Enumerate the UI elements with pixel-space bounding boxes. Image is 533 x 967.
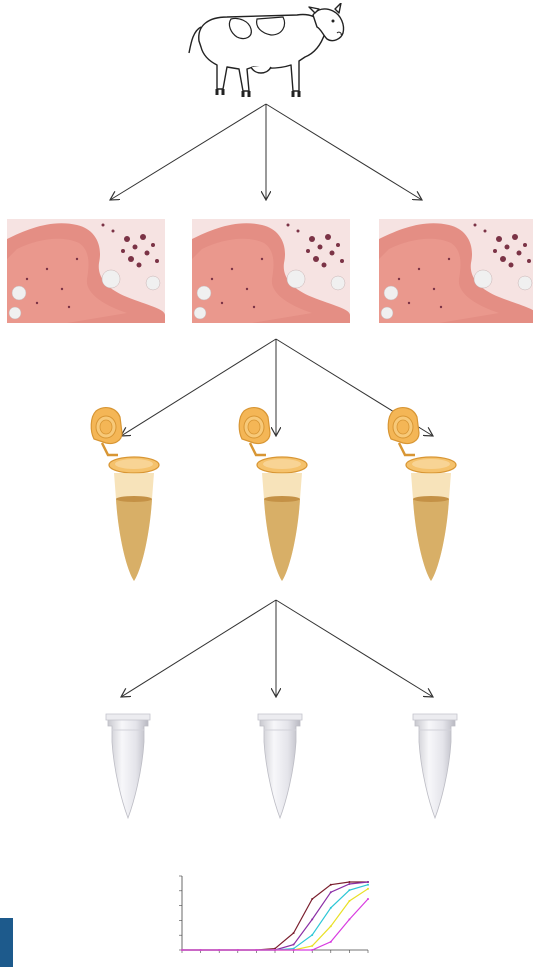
arrow-tube-to-pcr-1	[121, 600, 276, 697]
arrow-tube-to-pcr-3	[276, 600, 433, 697]
series-point-2	[367, 881, 369, 883]
series-point-5	[274, 949, 276, 951]
series-point-4	[348, 900, 350, 902]
series-point-5	[200, 949, 202, 951]
series-point-2	[348, 883, 350, 885]
series-point-1	[311, 898, 313, 900]
arrow-cow-to-tissue-3	[266, 104, 422, 200]
series-point-4	[367, 888, 369, 890]
series-point-4	[330, 925, 332, 927]
series-point-1	[348, 881, 350, 883]
series-point-5	[181, 949, 183, 951]
pcr-tube-1	[104, 712, 152, 822]
series-point-5	[255, 949, 257, 951]
blue-edge-tab	[0, 918, 13, 967]
series-point-5	[367, 898, 369, 900]
tissue-section-3	[379, 219, 533, 323]
series-point-1	[330, 884, 332, 886]
series-point-2	[293, 944, 295, 946]
series-line-2	[182, 882, 368, 950]
series-point-2	[330, 891, 332, 893]
arrow-cow-to-tissue-1	[110, 104, 266, 200]
series-point-3	[311, 934, 313, 936]
series-point-3	[348, 889, 350, 891]
series-line-3	[182, 885, 368, 950]
pcr-tube-3	[411, 712, 459, 822]
pcr-tube-2	[256, 712, 304, 822]
series-point-5	[311, 949, 313, 951]
series-line-4	[182, 889, 368, 950]
series-line-5	[182, 899, 368, 950]
chart-series-group	[181, 881, 369, 951]
series-point-5	[237, 949, 239, 951]
open-microtube-2	[232, 403, 312, 583]
series-line-1	[182, 882, 368, 950]
tissue-section-2	[192, 219, 350, 323]
series-point-5	[293, 949, 295, 951]
series-point-1	[293, 932, 295, 934]
series-point-5	[348, 918, 350, 920]
open-microtube-1	[84, 403, 164, 583]
cow-icon	[187, 3, 347, 103]
series-point-5	[218, 949, 220, 951]
series-point-4	[311, 945, 313, 947]
series-point-3	[330, 907, 332, 909]
tissue-section-1	[7, 219, 165, 323]
series-point-3	[367, 884, 369, 886]
series-point-2	[311, 918, 313, 920]
open-microtube-3	[381, 403, 461, 583]
amplification-plot	[168, 868, 378, 960]
series-point-5	[330, 941, 332, 943]
